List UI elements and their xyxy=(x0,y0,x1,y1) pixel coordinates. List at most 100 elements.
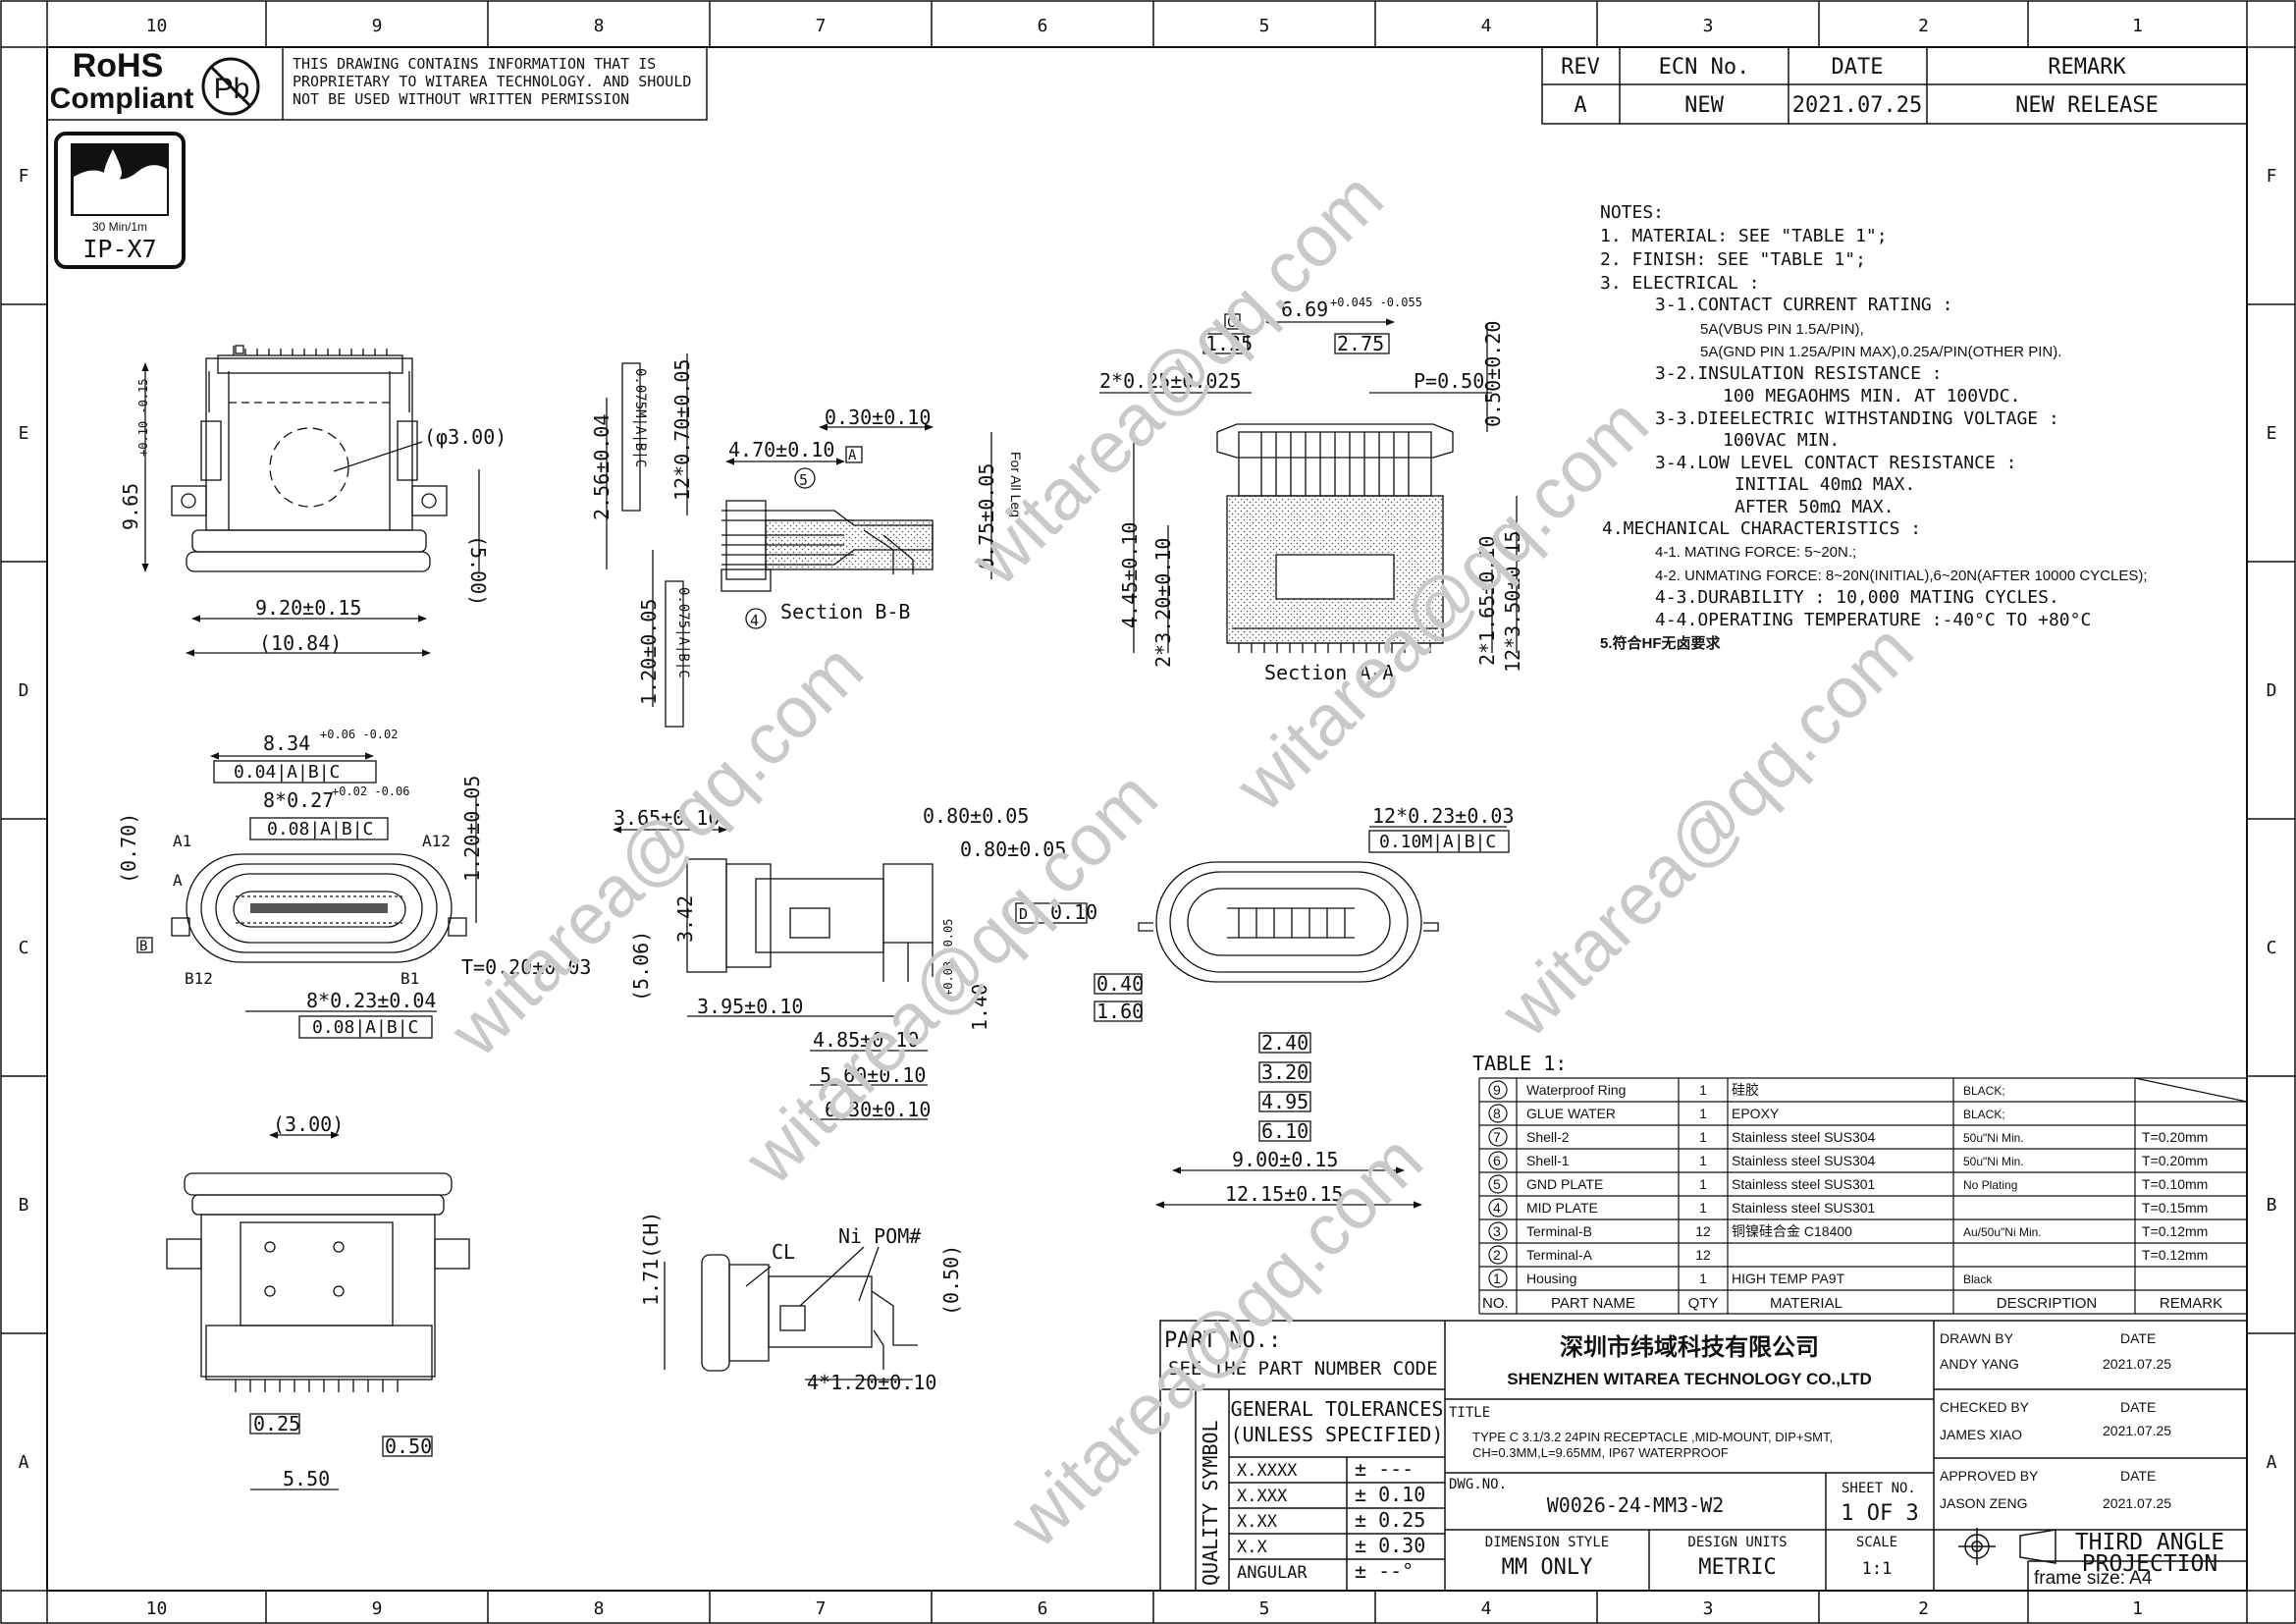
bottom-view: (3.00) 0.25 0.50 5.50 xyxy=(166,1112,470,1490)
bom-cell: 1 xyxy=(1699,1082,1707,1098)
zone-number: 7 xyxy=(816,1598,827,1619)
dim-9-65-tol: +0.10 -0.15 xyxy=(136,379,150,457)
dim-6-69: 6.69 xyxy=(1281,298,1328,321)
receptacle-view: 12*0.23±0.03 0.10M|A|B|C 0.40 1.60 2.40 … xyxy=(1094,804,1515,1209)
dim-12-0-70: 12*0.70±0.05 xyxy=(670,359,694,502)
note-line: 2. FINISH: SEE "TABLE 1"; xyxy=(1600,249,1866,270)
tol-val-0: ± --- xyxy=(1355,1457,1414,1481)
bom-cell: 1 xyxy=(1699,1153,1707,1168)
zone-number: 6 xyxy=(1038,1598,1048,1619)
tol-key-1: X.XXX xyxy=(1237,1487,1288,1506)
bom-cell: MID PLATE xyxy=(1526,1200,1598,1216)
checked-date: 2021.07.25 xyxy=(2103,1423,2171,1438)
dim-phi-3: (φ3.00) xyxy=(424,425,507,449)
section-a-a-label: Section A-A xyxy=(1264,661,1394,684)
tol-val-4: ± --° xyxy=(1355,1559,1414,1583)
bom-cell: 1 xyxy=(1699,1129,1707,1145)
bom-callout-icon xyxy=(1488,1104,1508,1123)
dim-12x3-50: 12*3.50±0.15 xyxy=(1501,531,1524,674)
watermark-text: witarea@qq.com xyxy=(1484,608,1929,1053)
bom-cell: 铜镍硅合金 C18400 xyxy=(1732,1223,1852,1239)
notes-block: NOTES: 1. MATERIAL: SEE "TABLE 1"; 2. FI… xyxy=(1600,202,2148,652)
proprietary-line-3: NOT BE USED WITHOUT WRITTEN PERMISSION xyxy=(293,90,629,108)
dim-0-25: 0.25 xyxy=(253,1412,300,1435)
bom-cell: 9 xyxy=(1493,1082,1501,1098)
bom-callout-icon xyxy=(1488,1221,1508,1241)
fcf-front-b: 0.08|A|B|C xyxy=(267,819,373,839)
fcf-b-b-2: 0.075|A|B|C xyxy=(675,587,691,678)
section-b-b: 5 4 Section B-B 2.56±0.04 0.075M|A|B|C 1… xyxy=(590,353,1024,728)
bom-header: DESCRIPTION xyxy=(1997,1295,2098,1312)
bom-cell: Stainless steel SUS301 xyxy=(1732,1200,1876,1216)
datum-d: D xyxy=(1019,905,1028,923)
frame-size: frame size: A4 xyxy=(2034,1568,2153,1589)
dim-4x1-20: 4*1.20±0.10 xyxy=(807,1371,936,1394)
note-line: 1. MATERIAL: SEE "TABLE 1"; xyxy=(1600,226,1888,246)
dim-2x3-20: 2*3.20±0.10 xyxy=(1151,538,1175,668)
ipx7-caption: 30 Min/1m xyxy=(92,220,147,234)
dim-0-80-b: 0.80±0.05 xyxy=(960,838,1066,861)
unless-specified: (UNLESS SPECIFIED) xyxy=(1231,1423,1444,1446)
zone-number: 8 xyxy=(594,16,605,36)
dim-style: MM ONLY xyxy=(1502,1555,1593,1580)
remark-value: NEW RELEASE xyxy=(2015,93,2159,118)
dim-0-50-bottom: 0.50 xyxy=(385,1435,432,1458)
bom-cell: Stainless steel SUS301 xyxy=(1732,1176,1876,1192)
bom-cell: GLUE WATER xyxy=(1526,1106,1616,1121)
bom-cell: Housing xyxy=(1526,1271,1576,1286)
drawn-date-label: DATE xyxy=(2120,1330,2156,1346)
dim-6-30: 6.30±0.10 xyxy=(825,1098,931,1121)
company-cn: 深圳市纬域科技有限公司 xyxy=(1560,1333,1819,1361)
bom-cell: Shell-2 xyxy=(1526,1129,1570,1145)
dim-t-0-20: T=0.20±0.03 xyxy=(461,955,591,979)
note-line: 5A(GND PIN 1.25A/PIN MAX),0.25A/PIN(OTHE… xyxy=(1700,344,2061,360)
zone-letter: D xyxy=(2267,680,2277,701)
zone-number: 7 xyxy=(816,16,827,36)
zone-number: 2 xyxy=(1918,16,1929,36)
rev-date-value: 2021.07.25 xyxy=(1792,93,1922,118)
company-en: SHENZHEN WITAREA TECHNOLOGY CO.,LTD xyxy=(1507,1370,1871,1388)
zone-letter: F xyxy=(19,166,29,187)
rev-value: A xyxy=(1574,93,1586,118)
note-line: 100VAC MIN. xyxy=(1723,430,1840,451)
design-units-label: DESIGN UNITS xyxy=(1687,1535,1787,1550)
zone-letter: A xyxy=(2267,1452,2277,1473)
general-tolerances: GENERAL TOLERANCES xyxy=(1231,1397,1444,1421)
dim-0-30: 0.30±0.10 xyxy=(825,406,931,429)
sheet-value: 1 OF 3 xyxy=(1841,1501,1918,1526)
tol-key-2: X.XX xyxy=(1237,1512,1278,1532)
bom-cell: 1 xyxy=(1699,1176,1707,1192)
approved-date: 2021.07.25 xyxy=(2103,1495,2171,1511)
dim-0-50-detail: (0.50) xyxy=(939,1245,963,1316)
bom-callout-icon xyxy=(1488,1151,1508,1170)
bom-cell: T=0.15mm xyxy=(2142,1200,2208,1216)
proprietary-line-2: PROPRIETARY TO WITAREA TECHNOLOGY. AND S… xyxy=(293,73,691,90)
dim-6-69-tol: +0.045 -0.055 xyxy=(1330,296,1422,309)
tol-val-1: ± 0.10 xyxy=(1355,1483,1425,1506)
callout-4: 4 xyxy=(750,612,759,629)
bom-callout-icon xyxy=(1488,1198,1508,1218)
bom-cell: Shell-1 xyxy=(1526,1153,1570,1168)
zone-number: 1 xyxy=(2132,16,2143,36)
bom-callout-icon xyxy=(1488,1269,1508,1288)
bom-cell: 硅胶 xyxy=(1732,1082,1759,1098)
zone-letter: B xyxy=(2267,1195,2277,1216)
water-wave-icon xyxy=(74,165,167,214)
zone-number: 10 xyxy=(146,16,168,36)
bom-cell: 1 xyxy=(1493,1271,1501,1286)
dim-3-20: 3.20 xyxy=(1261,1060,1308,1084)
scale-label: SCALE xyxy=(1856,1535,1897,1550)
bom-cell: T=0.20mm xyxy=(2142,1129,2208,1145)
bom-cell: No Plating xyxy=(1963,1178,2017,1192)
zone-number: 8 xyxy=(594,1598,605,1619)
dim-10-84: (10.84) xyxy=(259,631,342,655)
dim-5-60: 5.60±0.10 xyxy=(820,1063,926,1087)
dim-1-40: 1.40 xyxy=(968,984,991,1031)
dim-2x0-25: 2*0.25±0.025 xyxy=(1099,369,1242,393)
note-line: 4.MECHANICAL CHARACTERISTICS : xyxy=(1602,518,1921,539)
bom-cell: HIGH TEMP PA9T xyxy=(1732,1271,1845,1286)
pin-a1: A1 xyxy=(173,832,191,850)
drawn-date: 2021.07.25 xyxy=(2103,1356,2171,1372)
